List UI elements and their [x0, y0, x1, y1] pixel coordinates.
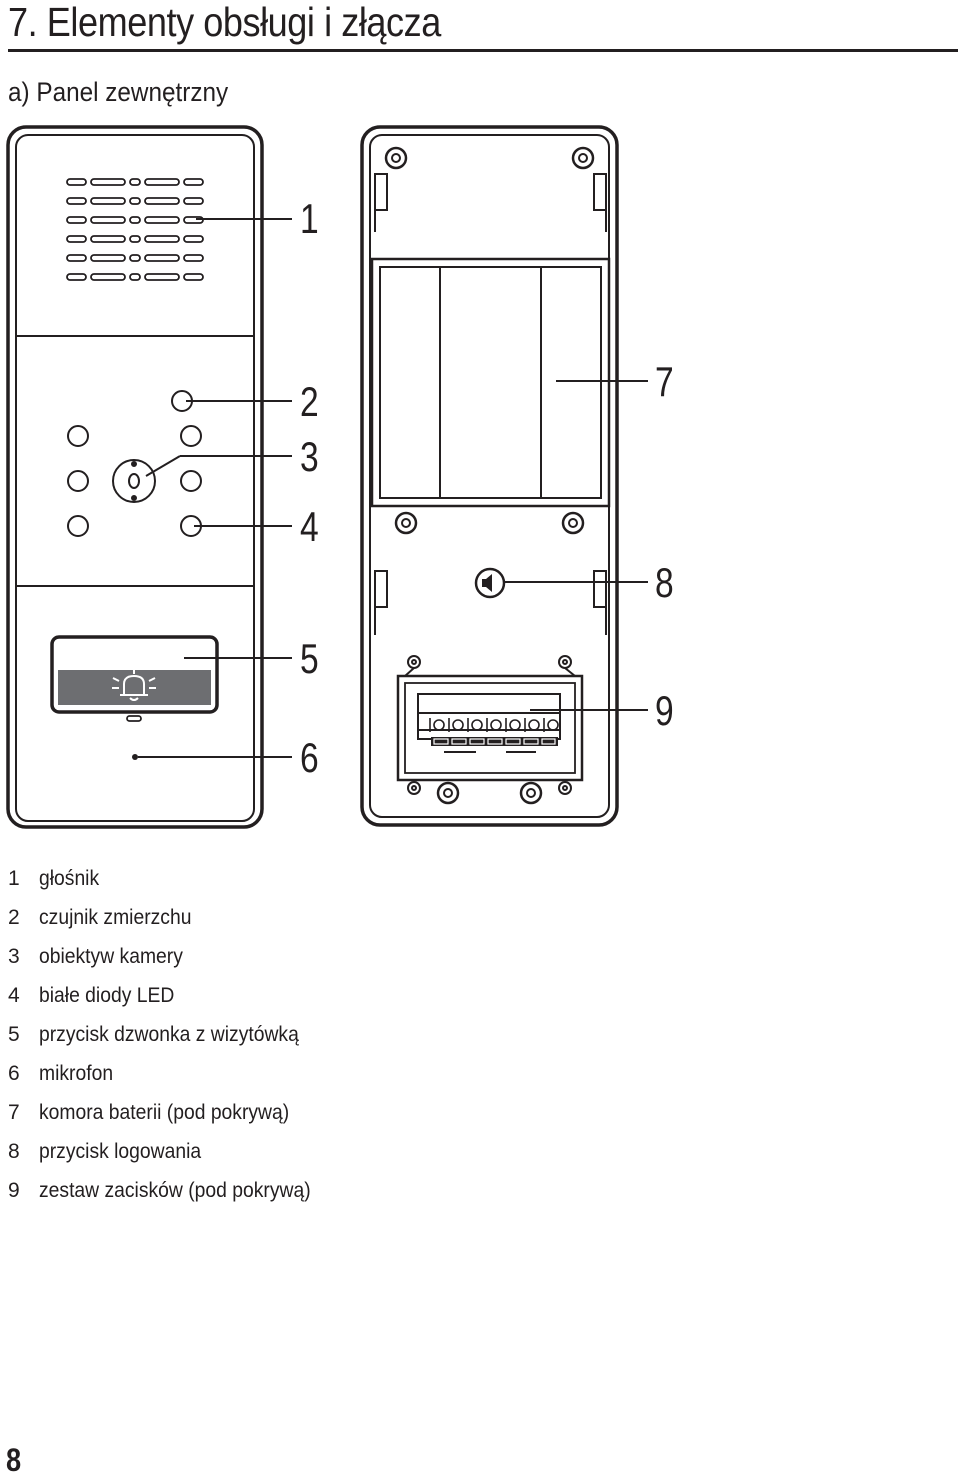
- legend-label: przycisk dzwonka z wizytówką: [39, 1023, 299, 1046]
- leader-lines: [138, 218, 648, 758]
- legend-label: białe diody LED: [39, 984, 175, 1007]
- callout-2: 2: [300, 380, 319, 426]
- bell-button: [50, 635, 219, 714]
- panel-diagram: 1 2 3 4 5 6 7 8 9: [6, 125, 674, 829]
- title-rule: [8, 49, 958, 52]
- legend-number: 1: [8, 867, 20, 890]
- terminal-block: [396, 655, 584, 795]
- battery-compartment: [370, 257, 611, 508]
- subsection-title: a) Panel zewnętrzny: [8, 77, 229, 107]
- legend-number: 9: [8, 1179, 20, 1202]
- legend-number: 5: [8, 1023, 20, 1046]
- callout-8: 8: [655, 561, 674, 607]
- page-number: 8: [6, 1442, 22, 1478]
- legend-label: mikrofon: [39, 1062, 114, 1085]
- callout-9: 9: [655, 689, 674, 735]
- screw: [558, 655, 572, 669]
- callout-5: 5: [300, 637, 319, 683]
- screw: [394, 511, 418, 535]
- legend-number: 6: [8, 1062, 20, 1085]
- legend-label: czujnik zmierzchu: [39, 906, 192, 929]
- section-title: 7. Elementy obsługi i złącza: [8, 0, 441, 45]
- screw: [561, 511, 585, 535]
- screw: [558, 781, 572, 795]
- microphone: [132, 754, 138, 760]
- legend-label: obiektyw kamery: [39, 945, 183, 968]
- callout-1: 1: [300, 197, 319, 243]
- login-button: [474, 567, 506, 599]
- screw: [407, 781, 421, 795]
- screw: [407, 655, 421, 669]
- legend-label: przycisk logowania: [39, 1140, 202, 1163]
- led-group: [67, 425, 202, 537]
- callout-6: 6: [300, 736, 319, 782]
- screw: [384, 146, 408, 170]
- legend-number: 4: [8, 984, 20, 1007]
- legend-label: głośnik: [39, 867, 100, 890]
- speaker-icon: [482, 574, 492, 592]
- legend-label: zestaw zacisków (pod pokrywą): [39, 1179, 311, 1202]
- legend-number: 3: [8, 945, 20, 968]
- legend-number: 8: [8, 1140, 20, 1163]
- screw: [436, 781, 460, 805]
- screw: [571, 146, 595, 170]
- callout-7: 7: [655, 360, 674, 406]
- speaker-grille: [66, 178, 204, 281]
- camera-lens: [112, 459, 156, 503]
- rear-panel: [360, 125, 619, 827]
- legend-number: 7: [8, 1101, 20, 1124]
- front-panel: [6, 125, 264, 829]
- callout-3: 3: [300, 435, 319, 481]
- bell-icon: [112, 670, 156, 701]
- screw: [519, 781, 543, 805]
- callout-numbers: 1 2 3 4 5 6 7 8 9: [300, 197, 674, 782]
- legend-label: komora baterii (pod pokrywą): [39, 1101, 290, 1124]
- callout-4: 4: [300, 505, 319, 551]
- legend-number: 2: [8, 906, 20, 929]
